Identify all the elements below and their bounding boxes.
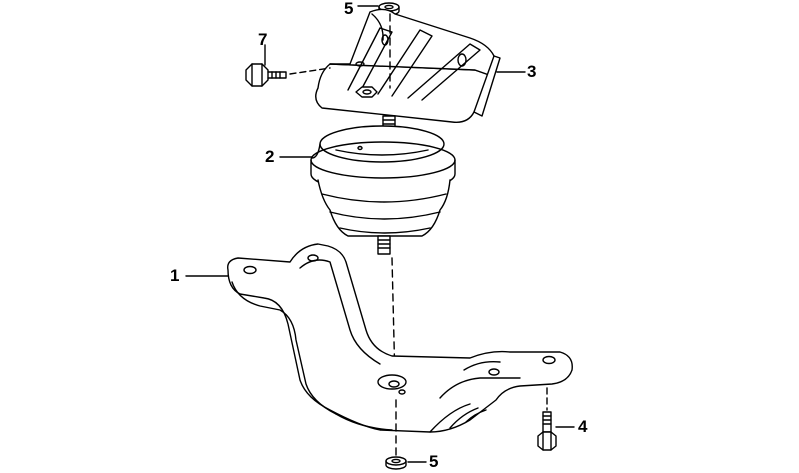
engine-mount-icon [310, 115, 456, 255]
callout-7: 7 [258, 30, 268, 49]
callout-1: 1 [170, 266, 180, 285]
callout-4: 4 [578, 417, 588, 436]
support-bracket-icon [227, 243, 573, 433]
nut-icon [385, 456, 407, 470]
callout-5-bottom: 5 [429, 452, 439, 471]
callout-2: 2 [265, 147, 275, 166]
callout-5-top: 5 [344, 0, 354, 18]
hex-bolt-icon [245, 63, 287, 87]
hex-bolt-icon [537, 411, 557, 451]
callout-3: 3 [527, 62, 537, 81]
axis-line-7 [289, 67, 331, 75]
mounting-bracket-icon [315, 8, 501, 123]
